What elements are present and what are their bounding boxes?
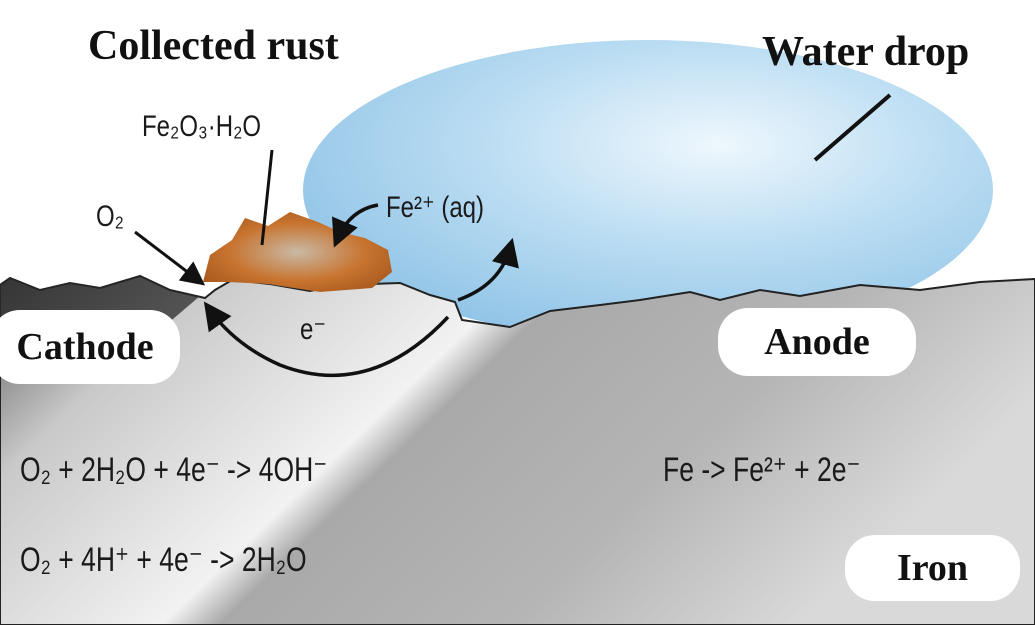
cathode-equation-2: O₂ + 4H⁺ + 4e⁻ -> 2H₂O xyxy=(20,541,307,579)
iron-label: Iron xyxy=(845,535,1020,601)
cathode-label: Cathode xyxy=(0,310,180,384)
water-drop-title: Water drop xyxy=(762,29,970,75)
rust-formula-label: Fe₂O₃·H₂O xyxy=(142,110,262,143)
iron-ion-label: Fe²⁺ (aq) xyxy=(386,191,485,224)
iron-ion-arrow xyxy=(332,203,379,248)
rust-deposit xyxy=(203,212,392,292)
water-drop xyxy=(303,40,993,340)
water-drop-leader xyxy=(813,93,892,162)
electron-flow-arrow xyxy=(203,301,450,378)
anode-equation: Fe -> Fe²⁺ + 2e⁻ xyxy=(663,451,861,489)
collected-rust-title: Collected rust xyxy=(88,23,339,69)
ion-release-arrow xyxy=(457,237,519,302)
oxygen-label: O₂ xyxy=(96,200,124,233)
cathode-equation-1: O₂ + 2H₂O + 4e⁻ -> 4OH⁻ xyxy=(20,451,328,489)
rust-leader xyxy=(260,149,274,246)
oxygen-arrow xyxy=(134,230,206,286)
anode-label: Anode xyxy=(718,308,916,376)
electron-label: e⁻ xyxy=(300,313,327,346)
